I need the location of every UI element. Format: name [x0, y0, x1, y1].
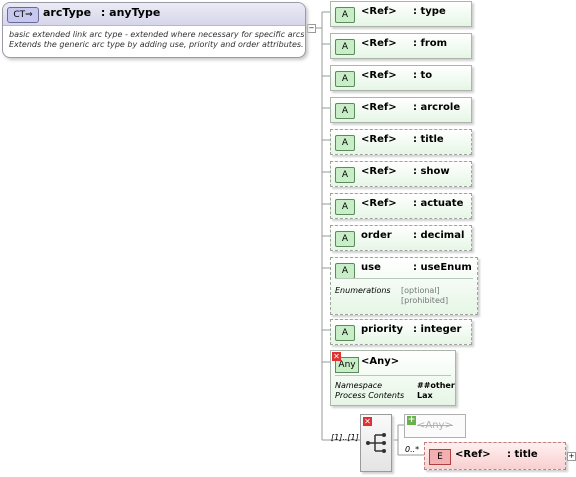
attribute-name: <Ref> [361, 166, 397, 177]
attribute-name: <Ref> [361, 70, 397, 81]
collapse-toggle[interactable]: − [307, 24, 316, 33]
remove-icon[interactable]: ✕ [363, 417, 372, 426]
any-attribute[interactable]: Any ✕ <Any> Namespace ##other Process Co… [330, 350, 456, 406]
ref-occurrence: 0..* [405, 445, 420, 454]
attribute-type: : integer [413, 324, 462, 335]
complex-type-sep: : [100, 6, 106, 19]
namespace-value: ##other [417, 381, 455, 390]
any-title: <Any> [361, 356, 400, 367]
process-label: Process Contents [335, 391, 405, 400]
element-name: <Ref> [455, 449, 491, 460]
attribute-icon: A [335, 103, 355, 119]
attribute-ref-to[interactable]: A <Ref> : to [330, 65, 472, 91]
attribute-name: <Ref> [361, 6, 397, 17]
attribute-name: order [361, 230, 392, 241]
namespace-label: Namespace [335, 381, 383, 390]
attribute-ref-title[interactable]: A <Ref> : title [330, 129, 472, 155]
element-icon: E [429, 449, 451, 465]
complex-type-box[interactable]: CT⇒ arcType : anyType basic extended lin… [2, 2, 306, 58]
attribute-icon: A [335, 325, 355, 341]
attribute-type: : from [413, 38, 448, 49]
remove-icon[interactable]: ✕ [332, 352, 341, 361]
attribute-type: : title [413, 134, 444, 145]
divider [335, 375, 451, 376]
attribute-use[interactable]: A use : useEnum Enumerations [optional] … [330, 257, 478, 315]
enumerations-label: Enumerations [335, 286, 391, 295]
attribute-icon: A [335, 7, 355, 23]
any-icon: Any [335, 357, 359, 373]
complex-type-base: anyType [109, 6, 161, 19]
add-icon[interactable]: + [407, 415, 416, 425]
attribute-name: priority [361, 324, 404, 335]
complex-type-name: arcType [43, 6, 92, 19]
enum-prohibited: [prohibited] [401, 296, 449, 305]
attribute-name: <Ref> [361, 134, 397, 145]
attribute-type: : type [413, 6, 446, 17]
enum-optional: [optional] [401, 286, 440, 295]
sequence-occurrence: [1]..[1] [331, 433, 359, 442]
description-line-2: Extends the generic arc type by adding u… [9, 40, 304, 49]
attribute-icon: A [335, 39, 355, 55]
attribute-order[interactable]: A order : decimal [330, 225, 472, 251]
attribute-ref-arcrole[interactable]: A <Ref> : arcrole [330, 97, 472, 123]
attribute-name: use [361, 262, 381, 273]
attribute-priority[interactable]: A priority : integer [330, 319, 472, 345]
attribute-type: : arcrole [413, 102, 461, 113]
sequence-compositor[interactable]: ✕ [360, 414, 392, 472]
attribute-icon: A [335, 199, 355, 215]
attribute-type: : useEnum [413, 262, 472, 273]
description-line-1: basic extended link arc type - extended … [9, 30, 305, 39]
attribute-name: <Ref> [361, 198, 397, 209]
complex-type-badge-text: CT [13, 10, 26, 20]
attribute-icon: A [335, 231, 355, 247]
attribute-type: : show [413, 166, 450, 177]
attribute-ref-from[interactable]: A <Ref> : from [330, 33, 472, 59]
complex-type-icon: CT⇒ [7, 7, 39, 23]
complex-type-description: basic extended link arc type - extended … [9, 30, 304, 50]
attribute-ref-type[interactable]: A <Ref> : type [330, 1, 472, 27]
attribute-type: : actuate [413, 198, 464, 209]
attribute-icon: A [335, 263, 355, 279]
expand-toggle[interactable]: + [567, 452, 576, 461]
element-type: : title [507, 449, 538, 460]
sequence-icon [366, 433, 386, 453]
any-element-label: <Any> [417, 420, 453, 431]
complex-type-title: arcType : anyType [43, 6, 160, 19]
attribute-icon: A [335, 135, 355, 151]
attribute-name: <Ref> [361, 102, 397, 113]
divider [335, 278, 473, 279]
attribute-name: <Ref> [361, 38, 397, 49]
attribute-ref-actuate[interactable]: A <Ref> : actuate [330, 193, 472, 219]
element-ref-title[interactable]: E <Ref> : title [424, 442, 566, 470]
any-element[interactable]: + <Any> [404, 414, 466, 438]
attribute-icon: A [335, 71, 355, 87]
attribute-icon: A [335, 167, 355, 183]
process-value: Lax [417, 391, 433, 400]
attribute-type: : to [413, 70, 433, 81]
complex-type-header: CT⇒ arcType : anyType [3, 3, 305, 26]
attribute-ref-show[interactable]: A <Ref> : show [330, 161, 472, 187]
attribute-type: : decimal [413, 230, 465, 241]
